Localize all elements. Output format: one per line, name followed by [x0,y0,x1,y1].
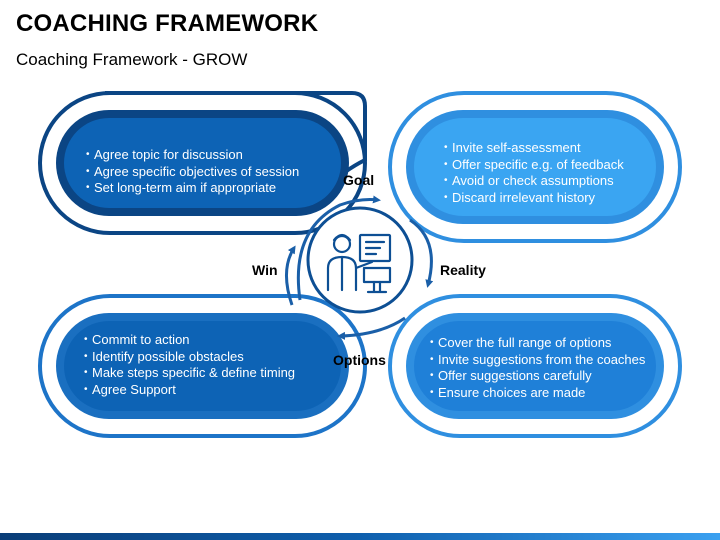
goal-label: Goal [343,172,375,188]
list-item: Make steps specific & define timing [84,365,295,382]
list-item: Agree specific objectives of session [86,164,299,181]
list-item: Offer suggestions carefully [430,368,645,385]
options-panel: Cover the full range of options Invite s… [430,335,645,401]
footer-bar [0,533,720,540]
reality-to-options-arrow [337,316,406,340]
reality-label: Reality [440,262,486,278]
coach-presentation-icon [306,206,414,314]
goal-panel: Agree topic for discussion Agree specifi… [86,147,299,197]
win-panel: Commit to action Identify possible obsta… [84,332,295,398]
list-item: Cover the full range of options [430,335,645,352]
page-title: COACHING FRAMEWORK [16,10,319,37]
options-to-win-arrow [285,245,296,306]
list-item: Invite suggestions from the coaches [430,352,645,369]
options-label: Options [333,352,386,368]
win-to-goal-arrow [296,195,381,301]
list-item: Set long-term aim if appropriate [86,180,299,197]
list-item: Discard irrelevant history [444,190,624,207]
list-item: Offer specific e.g. of feedback [444,157,624,174]
list-item: Commit to action [84,332,295,349]
list-item: Agree topic for discussion [86,147,299,164]
list-item: Identify possible obstacles [84,349,295,366]
list-item: Avoid or check assumptions [444,173,624,190]
flow-arrows [285,195,434,340]
reality-panel: Invite self-assessment Offer specific e.… [444,140,624,206]
win-label: Win [252,262,278,278]
goal-to-reality-arrow [409,218,434,288]
page-subtitle: Coaching Framework - GROW [16,50,248,69]
list-item: Ensure choices are made [430,385,645,402]
list-item: Agree Support [84,382,295,399]
list-item: Invite self-assessment [444,140,624,157]
